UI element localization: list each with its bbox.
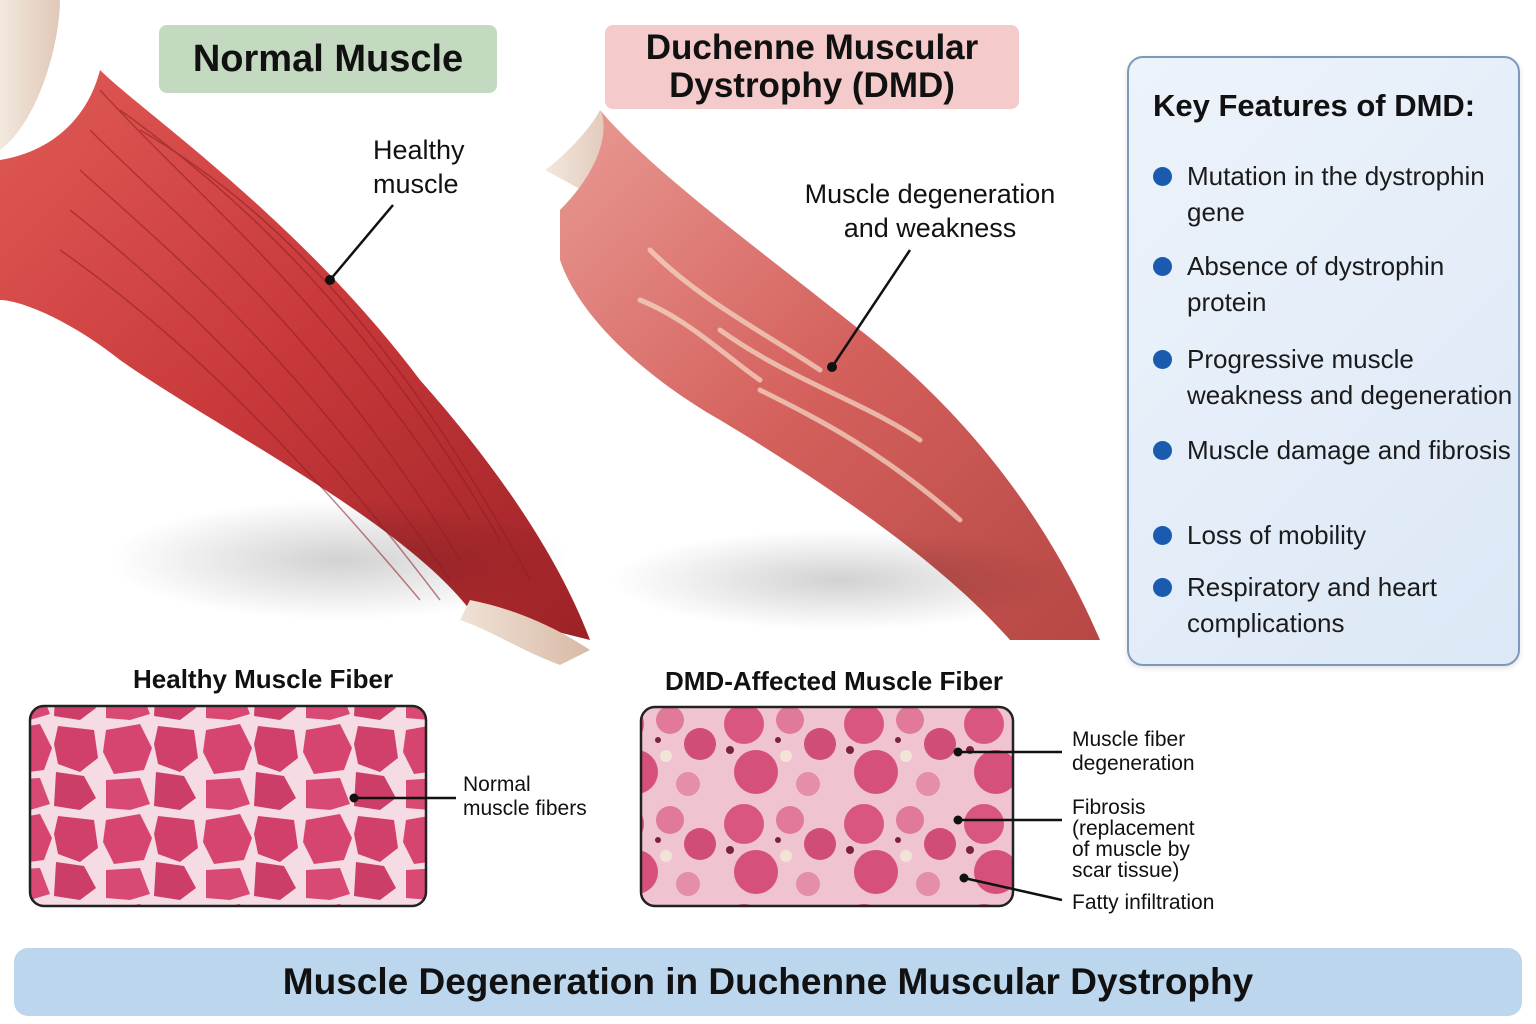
healthy-callout-line <box>329 204 394 281</box>
dmd-fiber-title: DMD-Affected Muscle Fiber <box>665 666 1004 696</box>
feature-text: Muscle damage and fibrosis <box>1187 435 1511 465</box>
normal-muscle-title: Normal Muscle <box>159 25 497 93</box>
bottom-banner: Muscle Degeneration in Duchenne Muscular… <box>14 948 1522 1016</box>
fiber-degeneration-label: Muscle fiber degeneration <box>1072 728 1195 775</box>
dmd-title-text: Duchenne Muscular Dystrophy (DMD) <box>645 28 979 105</box>
bullet-icon <box>1153 526 1172 545</box>
fatty-pointer <box>963 876 1063 902</box>
dmd-fiber-histology <box>639 705 1063 908</box>
normal-fibers-label: Normal muscle fibers <box>463 773 587 820</box>
feature-item: Mutation in the dystrophin gene <box>1153 158 1523 230</box>
feature-text: Loss of mobility <box>1187 520 1367 550</box>
fibrosis-label: Fibrosis (replacement of muscle by scar … <box>1072 796 1195 882</box>
feature-text: Progressive muscle weakness and degenera… <box>1187 344 1513 410</box>
healthy-fiber-histology <box>28 704 456 908</box>
feature-item: Progressive muscle weakness and degenera… <box>1153 341 1523 413</box>
bullet-icon <box>1153 257 1172 276</box>
dmd-callout-line <box>830 249 912 368</box>
key-features-title: Key Features of DMD: <box>1153 88 1476 123</box>
key-features-panel: Key Features of DMD: Mutation in the dys… <box>1127 56 1520 666</box>
degeneration-callout: Muscle degeneration and weakness <box>804 179 1056 243</box>
healthy-muscle-callout: Healthy muscle <box>373 135 465 199</box>
bullet-icon <box>1153 350 1172 369</box>
bullet-icon <box>1153 167 1172 186</box>
healthy-fiber-title: Healthy Muscle Fiber <box>133 664 394 694</box>
dmd-muscle-illustration <box>545 110 1100 640</box>
feature-item: Loss of mobility <box>1153 517 1523 553</box>
healthy-muscle-illustration <box>0 0 590 665</box>
bullet-icon <box>1153 578 1172 597</box>
bullet-icon <box>1153 441 1172 460</box>
dmd-title: Duchenne Muscular Dystrophy (DMD) <box>605 25 1019 109</box>
feature-item: Absence of dystrophin protein <box>1153 248 1523 320</box>
feature-item: Muscle damage and fibrosis <box>1153 432 1523 468</box>
feature-item: Respiratory and heart complications <box>1153 569 1523 641</box>
feature-text: Respiratory and heart complications <box>1187 572 1438 638</box>
feature-text: Mutation in the dystrophin gene <box>1187 161 1485 227</box>
feature-text: Absence of dystrophin protein <box>1187 251 1445 317</box>
fatty-infiltration-label: Fatty infiltration <box>1072 891 1215 914</box>
